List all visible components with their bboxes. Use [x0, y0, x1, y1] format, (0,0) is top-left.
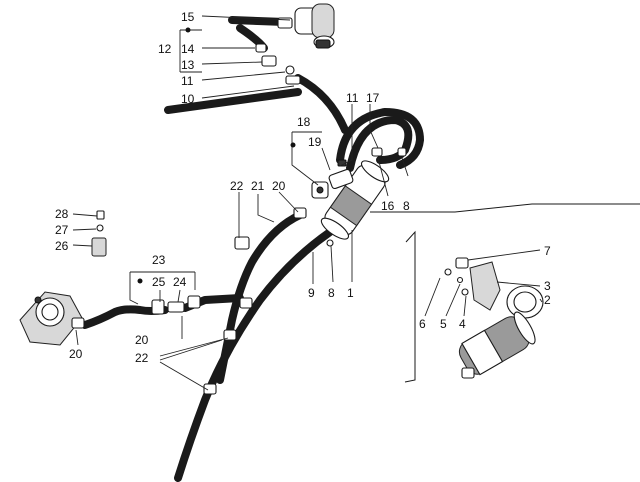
callout-11-right: 11	[346, 91, 359, 105]
group-23-dot	[137, 278, 143, 284]
hose-lines	[81, 16, 424, 482]
clip-11	[285, 65, 295, 75]
callout-6: 6	[419, 317, 426, 331]
throttle-body	[19, 291, 85, 346]
callout-28: 28	[55, 207, 69, 221]
callout-10: 10	[181, 92, 195, 106]
callout-16: 16	[381, 199, 395, 213]
callout-21: 21	[251, 179, 265, 193]
callout-27: 27	[55, 223, 69, 237]
callout-20-top: 20	[272, 179, 286, 193]
callout-13: 13	[181, 58, 195, 72]
callout-11-top: 11	[181, 74, 194, 88]
leader-lines	[72, 15, 543, 391]
callout-20-left: 20	[69, 347, 83, 361]
callout-23: 23	[152, 253, 166, 267]
hose-clips-22	[203, 236, 253, 395]
callout-17: 17	[366, 91, 380, 105]
callout-7: 7	[544, 244, 551, 258]
callout-22-top: 22	[230, 179, 244, 193]
callout-25: 25	[152, 275, 166, 289]
callout-9: 9	[308, 286, 315, 300]
group-18-dot	[290, 142, 296, 148]
connector-14	[255, 43, 267, 53]
callout-8-right: 8	[403, 199, 410, 213]
callout-labels: 15 12 14 13 11 10 11 17 18 19 16 8 22 21…	[55, 10, 551, 365]
callout-26: 26	[55, 239, 69, 253]
callout-12: 12	[158, 42, 172, 56]
callout-24: 24	[173, 275, 187, 289]
callout-1: 1	[347, 286, 354, 300]
callout-8-center: 8	[328, 286, 335, 300]
connectors-24-25	[151, 295, 201, 315]
inset-frame-lines	[370, 203, 640, 383]
callout-18: 18	[297, 115, 311, 129]
bracket-parts-26-28	[91, 210, 107, 257]
callout-20-bottom: 20	[135, 333, 149, 347]
callout-4: 4	[459, 317, 466, 331]
callout-19: 19	[308, 135, 322, 149]
callout-22-bottom: 22	[135, 351, 149, 365]
callout-2: 2	[544, 293, 551, 307]
top-filter-assembly	[255, 3, 335, 85]
callout-14: 14	[181, 42, 195, 56]
connector-13	[261, 55, 277, 67]
callout-5: 5	[440, 317, 447, 331]
callout-3: 3	[544, 279, 551, 293]
callout-15: 15	[181, 10, 195, 24]
fuel-pump-inset	[444, 257, 544, 379]
group-12-dot	[185, 27, 191, 33]
